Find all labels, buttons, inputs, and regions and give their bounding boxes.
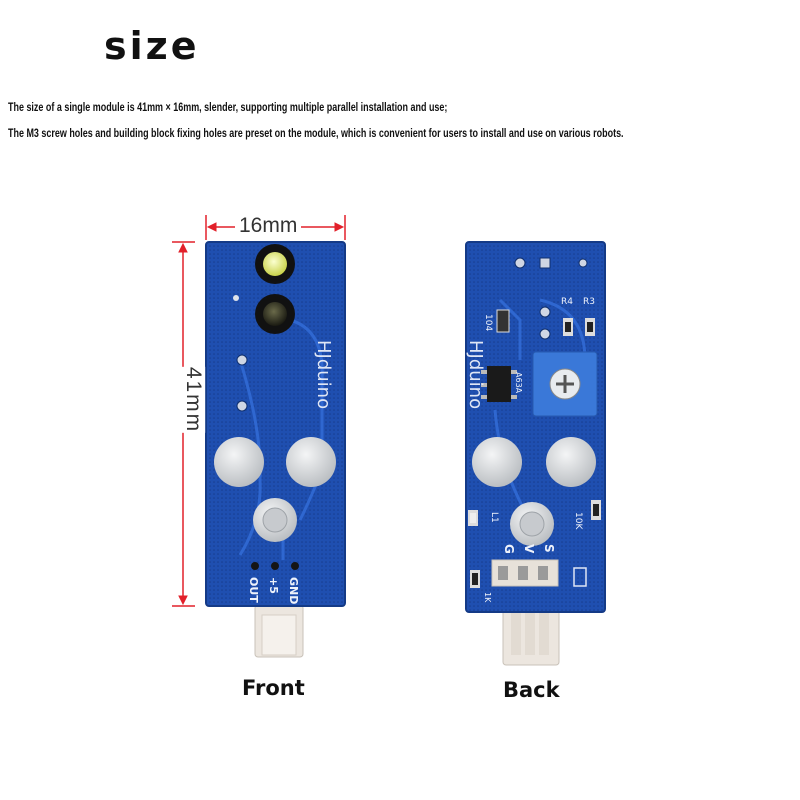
page-title: size	[104, 24, 200, 68]
front-pin-label: OUT	[247, 577, 260, 603]
mounting-pad	[546, 437, 596, 487]
front-pin-label: GND	[287, 577, 300, 604]
back-label-10k: 10K	[573, 512, 583, 530]
back-board: HJduino R4 R3 104 A63A L1 10K 1K G V S	[465, 241, 606, 666]
front-brand-label: HJduino	[313, 340, 334, 409]
back-label-r4: R4	[561, 297, 573, 307]
back-label-1k: 1K	[483, 592, 492, 603]
back-caption: Back	[503, 678, 560, 702]
back-label-chip: A63A	[514, 372, 523, 394]
mounting-pad	[472, 437, 522, 487]
back-label-l1: L1	[489, 512, 499, 523]
back-brand-label: HJduino	[465, 340, 486, 409]
front-caption: Front	[242, 676, 305, 700]
front-board: HJduino OUT +5 GND	[205, 241, 346, 658]
comparator-chip	[487, 366, 511, 402]
back-label-r3: R3	[583, 297, 595, 307]
description-line-1: The size of a single module is 41mm × 16…	[8, 102, 448, 114]
width-dimension-label: 16mm	[235, 214, 302, 238]
back-pin-label: G	[502, 544, 516, 554]
description-line-2: The M3 screw holes and building block fi…	[8, 128, 624, 140]
back-label-104: 104	[483, 314, 493, 331]
mounting-pad	[214, 437, 264, 487]
front-pin-label: +5	[267, 577, 280, 594]
mounting-pad	[286, 437, 336, 487]
height-dimension-label: 41mm	[181, 366, 206, 434]
back-pin-label: S	[542, 544, 556, 553]
back-pin-label: V	[522, 544, 536, 554]
